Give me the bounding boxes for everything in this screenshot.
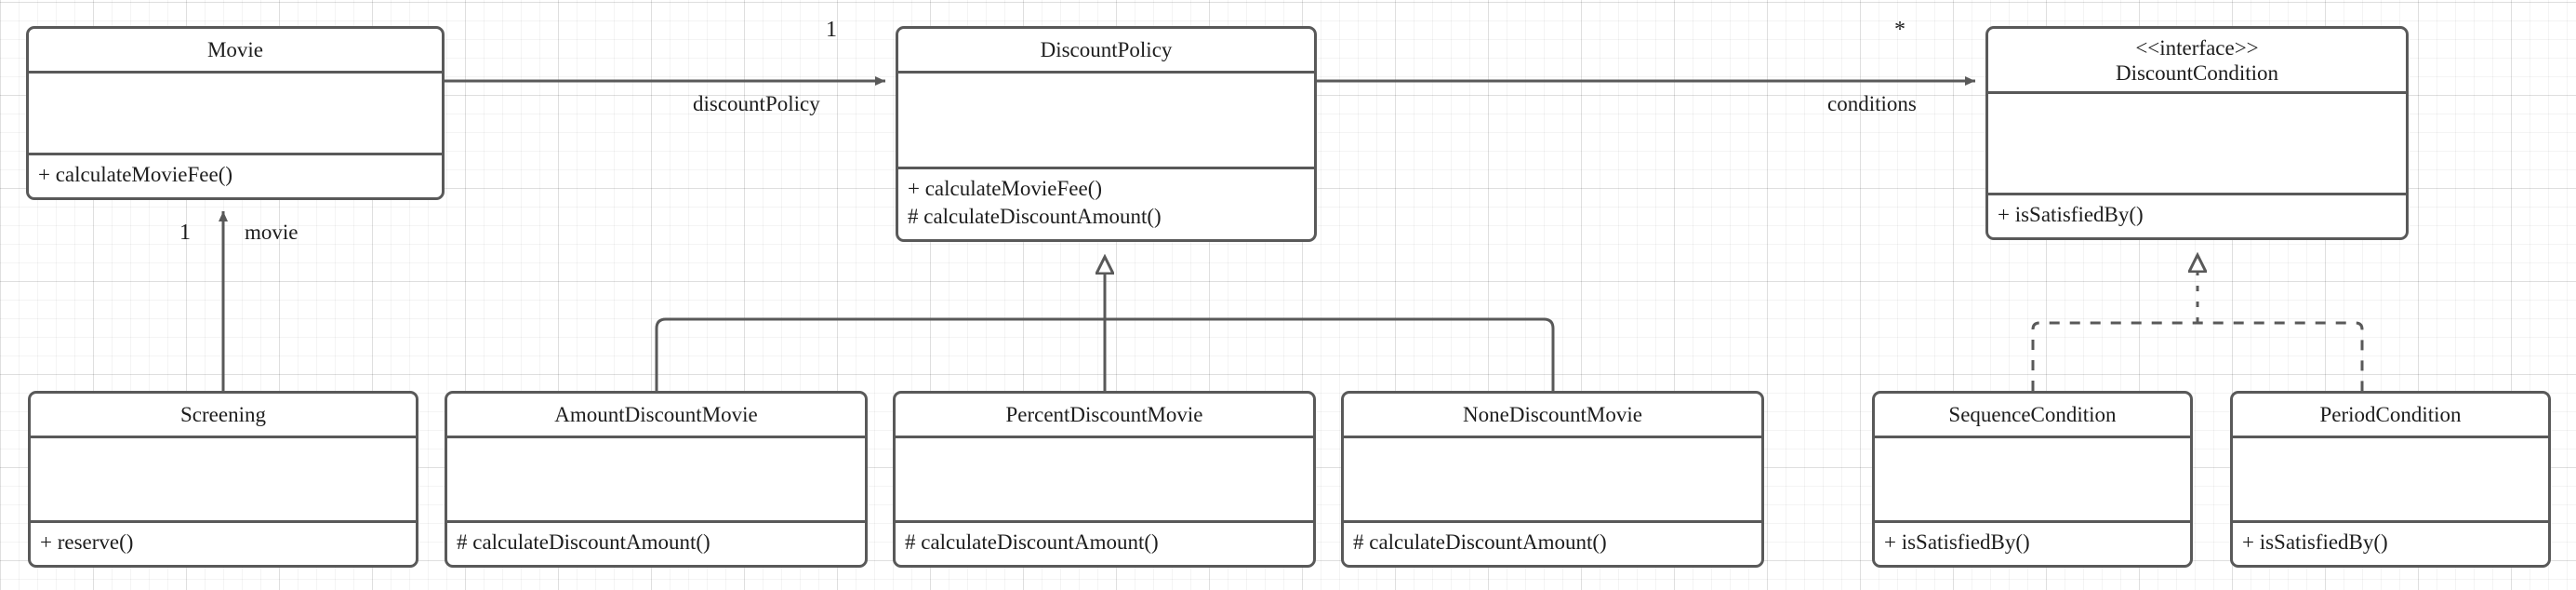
class-box-screening[interactable]: Screening + reserve() <box>28 391 418 568</box>
class-box-percent-discount-movie[interactable]: PercentDiscountMovie # calculateDiscount… <box>893 391 1316 568</box>
label-conditions-multiplicity: * <box>1894 18 1905 42</box>
class-attributes-discount-policy <box>898 71 1314 167</box>
class-box-amount-discount-movie[interactable]: AmountDiscountMovie # calculateDiscountA… <box>445 391 868 568</box>
operation-reserve: + reserve() <box>40 530 134 555</box>
class-box-sequence-condition[interactable]: SequenceCondition + isSatisfiedBy() <box>1872 391 2193 568</box>
class-attributes-sequence-condition <box>1875 436 2190 520</box>
class-operations-amount-discount-movie: # calculateDiscountAmount() <box>447 520 865 565</box>
class-operations-discount-condition: + isSatisfiedBy() <box>1988 193 2406 237</box>
operation-calculate-discount-amount: # calculateDiscountAmount() <box>905 530 1159 555</box>
operation-calculate-discount-amount: # calculateDiscountAmount() <box>908 205 1162 229</box>
edge-generalization-discountpolicy <box>655 257 1555 391</box>
class-operations-period-condition: + isSatisfiedBy() <box>2233 520 2548 565</box>
class-operations-discount-policy: + calculateMovieFee() # calculateDiscoun… <box>898 166 1314 239</box>
class-attributes-percent-discount-movie <box>896 436 1313 520</box>
operation-calculate-movie-fee: + calculateMovieFee() <box>38 163 233 187</box>
class-name-period-condition: PeriodCondition <box>2319 403 2462 426</box>
edge-realization-discountcondition <box>2031 255 2364 391</box>
class-name-movie: Movie <box>206 38 264 61</box>
stereotype-interface: <<interface>> <box>2135 36 2259 60</box>
class-box-discount-policy[interactable]: DiscountPolicy + calculateMovieFee() # c… <box>896 26 1317 242</box>
class-name-discount-condition: <<interface>> DiscountCondition <box>1988 29 2406 91</box>
class-name-sequence-condition: SequenceCondition <box>1948 403 2117 426</box>
class-operations-screening: + reserve() <box>31 520 416 565</box>
label-movie-role: movie <box>245 221 299 244</box>
class-name-percent-discount-movie: PercentDiscountMovie <box>1005 403 1203 426</box>
operation-is-satisfied-by: + isSatisfiedBy() <box>1884 530 2030 555</box>
class-operations-none-discount-movie: # calculateDiscountAmount() <box>1344 520 1761 565</box>
class-box-period-condition[interactable]: PeriodCondition + isSatisfiedBy() <box>2230 391 2551 568</box>
operation-calculate-movie-fee: + calculateMovieFee() <box>908 176 1103 200</box>
class-attributes-period-condition <box>2233 436 2548 520</box>
class-name-none-discount-movie: NoneDiscountMovie <box>1463 403 1642 426</box>
class-attributes-movie <box>29 71 442 153</box>
class-box-movie[interactable]: Movie + calculateMovieFee() <box>26 26 445 200</box>
class-title-discount-condition: DiscountCondition <box>2115 61 2279 86</box>
label-discountpolicy-multiplicity: 1 <box>826 18 837 42</box>
class-name-screening: Screening <box>180 403 266 426</box>
class-box-discount-condition[interactable]: <<interface>> DiscountCondition + isSati… <box>1985 26 2409 240</box>
operation-is-satisfied-by: + isSatisfiedBy() <box>1998 203 2144 227</box>
class-attributes-discount-condition <box>1988 91 2406 193</box>
class-attributes-screening <box>31 436 416 520</box>
class-name-discount-policy: DiscountPolicy <box>1040 38 1173 61</box>
operation-calculate-discount-amount: # calculateDiscountAmount() <box>457 530 710 555</box>
operation-is-satisfied-by: + isSatisfiedBy() <box>2242 530 2388 555</box>
label-discountpolicy-role: discountPolicy <box>693 92 820 115</box>
class-name-amount-discount-movie: AmountDiscountMovie <box>554 403 758 426</box>
class-attributes-amount-discount-movie <box>447 436 865 520</box>
operation-calculate-discount-amount: # calculateDiscountAmount() <box>1353 530 1607 555</box>
class-box-none-discount-movie[interactable]: NoneDiscountMovie # calculateDiscountAmo… <box>1341 391 1764 568</box>
label-conditions-role: conditions <box>1827 92 1917 115</box>
class-operations-sequence-condition: + isSatisfiedBy() <box>1875 520 2190 565</box>
class-operations-movie: + calculateMovieFee() <box>29 153 442 197</box>
class-operations-percent-discount-movie: # calculateDiscountAmount() <box>896 520 1313 565</box>
label-movie-multiplicity: 1 <box>179 221 191 245</box>
class-attributes-none-discount-movie <box>1344 436 1761 520</box>
